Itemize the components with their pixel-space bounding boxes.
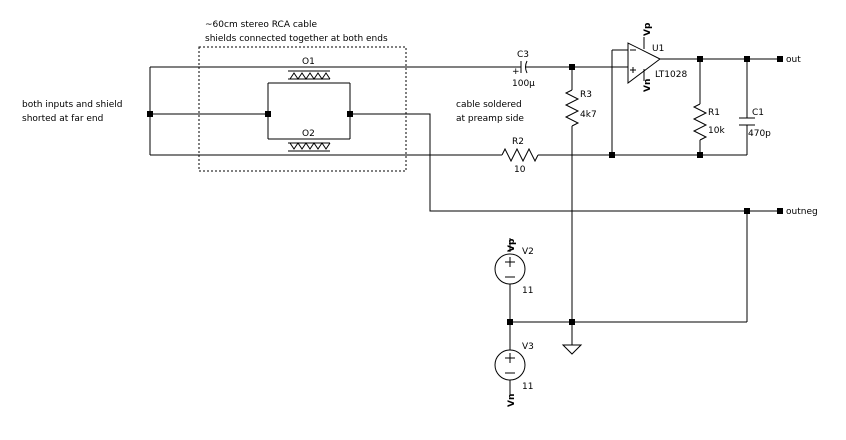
o2-transmission-line — [268, 138, 350, 156]
r1-resistor — [692, 59, 708, 155]
preamp-note-line1: cable soldered — [456, 100, 522, 110]
v2-value: 11 — [522, 286, 533, 296]
preamp-note-line2: at preamp side — [456, 114, 524, 124]
v2-net-label: Vp — [507, 238, 517, 252]
v2-name: V2 — [522, 247, 534, 257]
u1-opamp — [612, 37, 700, 84]
junction-dot — [265, 111, 271, 117]
c1-name: C1 — [752, 108, 764, 118]
u1-vp-label: Vp — [643, 22, 653, 36]
o2-label: O2 — [302, 129, 315, 139]
v2-voltage-source — [494, 253, 526, 285]
r3-name: R3 — [580, 90, 592, 100]
cable-note-line2: shields connected together at both ends — [205, 34, 388, 44]
r2-value: 10 — [514, 165, 526, 175]
outneg-net-label: outneg — [786, 207, 818, 217]
svg-text:+: + — [512, 67, 520, 77]
r1-value: 10k — [708, 126, 725, 136]
junction-dot — [147, 111, 153, 117]
v3-voltage-source — [494, 349, 526, 381]
outneg-wire — [350, 113, 780, 212]
far-end-note-line2: shorted at far end — [22, 114, 103, 124]
r3-resistor — [564, 67, 580, 322]
c3-name: C3 — [517, 50, 529, 60]
u1-value: LT1028 — [655, 70, 687, 80]
u1-vn-label: Vn — [643, 79, 653, 92]
ground-icon — [561, 344, 583, 355]
c3-capacitor: + — [512, 60, 572, 77]
v3-value: 11 — [522, 382, 533, 392]
c1-capacitor — [739, 59, 755, 155]
v3-net-label: Vn — [507, 394, 517, 407]
out-terminal — [777, 56, 783, 62]
o1-label: O1 — [302, 57, 315, 67]
c3-value: 100µ — [512, 79, 535, 89]
out-net-label: out — [786, 55, 801, 65]
cable-note-line1: ~60cm stereo RCA cable — [205, 20, 318, 30]
v3-name: V3 — [522, 342, 534, 352]
cable-boundary-box — [198, 46, 407, 172]
r1-name: R1 — [708, 108, 720, 118]
r3-value: 4k7 — [580, 110, 597, 120]
far-end-note-line1: both inputs and shield — [22, 100, 122, 110]
r2-name: R2 — [512, 137, 524, 147]
outneg-terminal — [777, 208, 783, 214]
r2-resistor — [501, 147, 747, 163]
c1-value: 470p — [748, 129, 771, 139]
o1-transmission-line — [268, 66, 350, 84]
u1-name: U1 — [652, 44, 664, 54]
